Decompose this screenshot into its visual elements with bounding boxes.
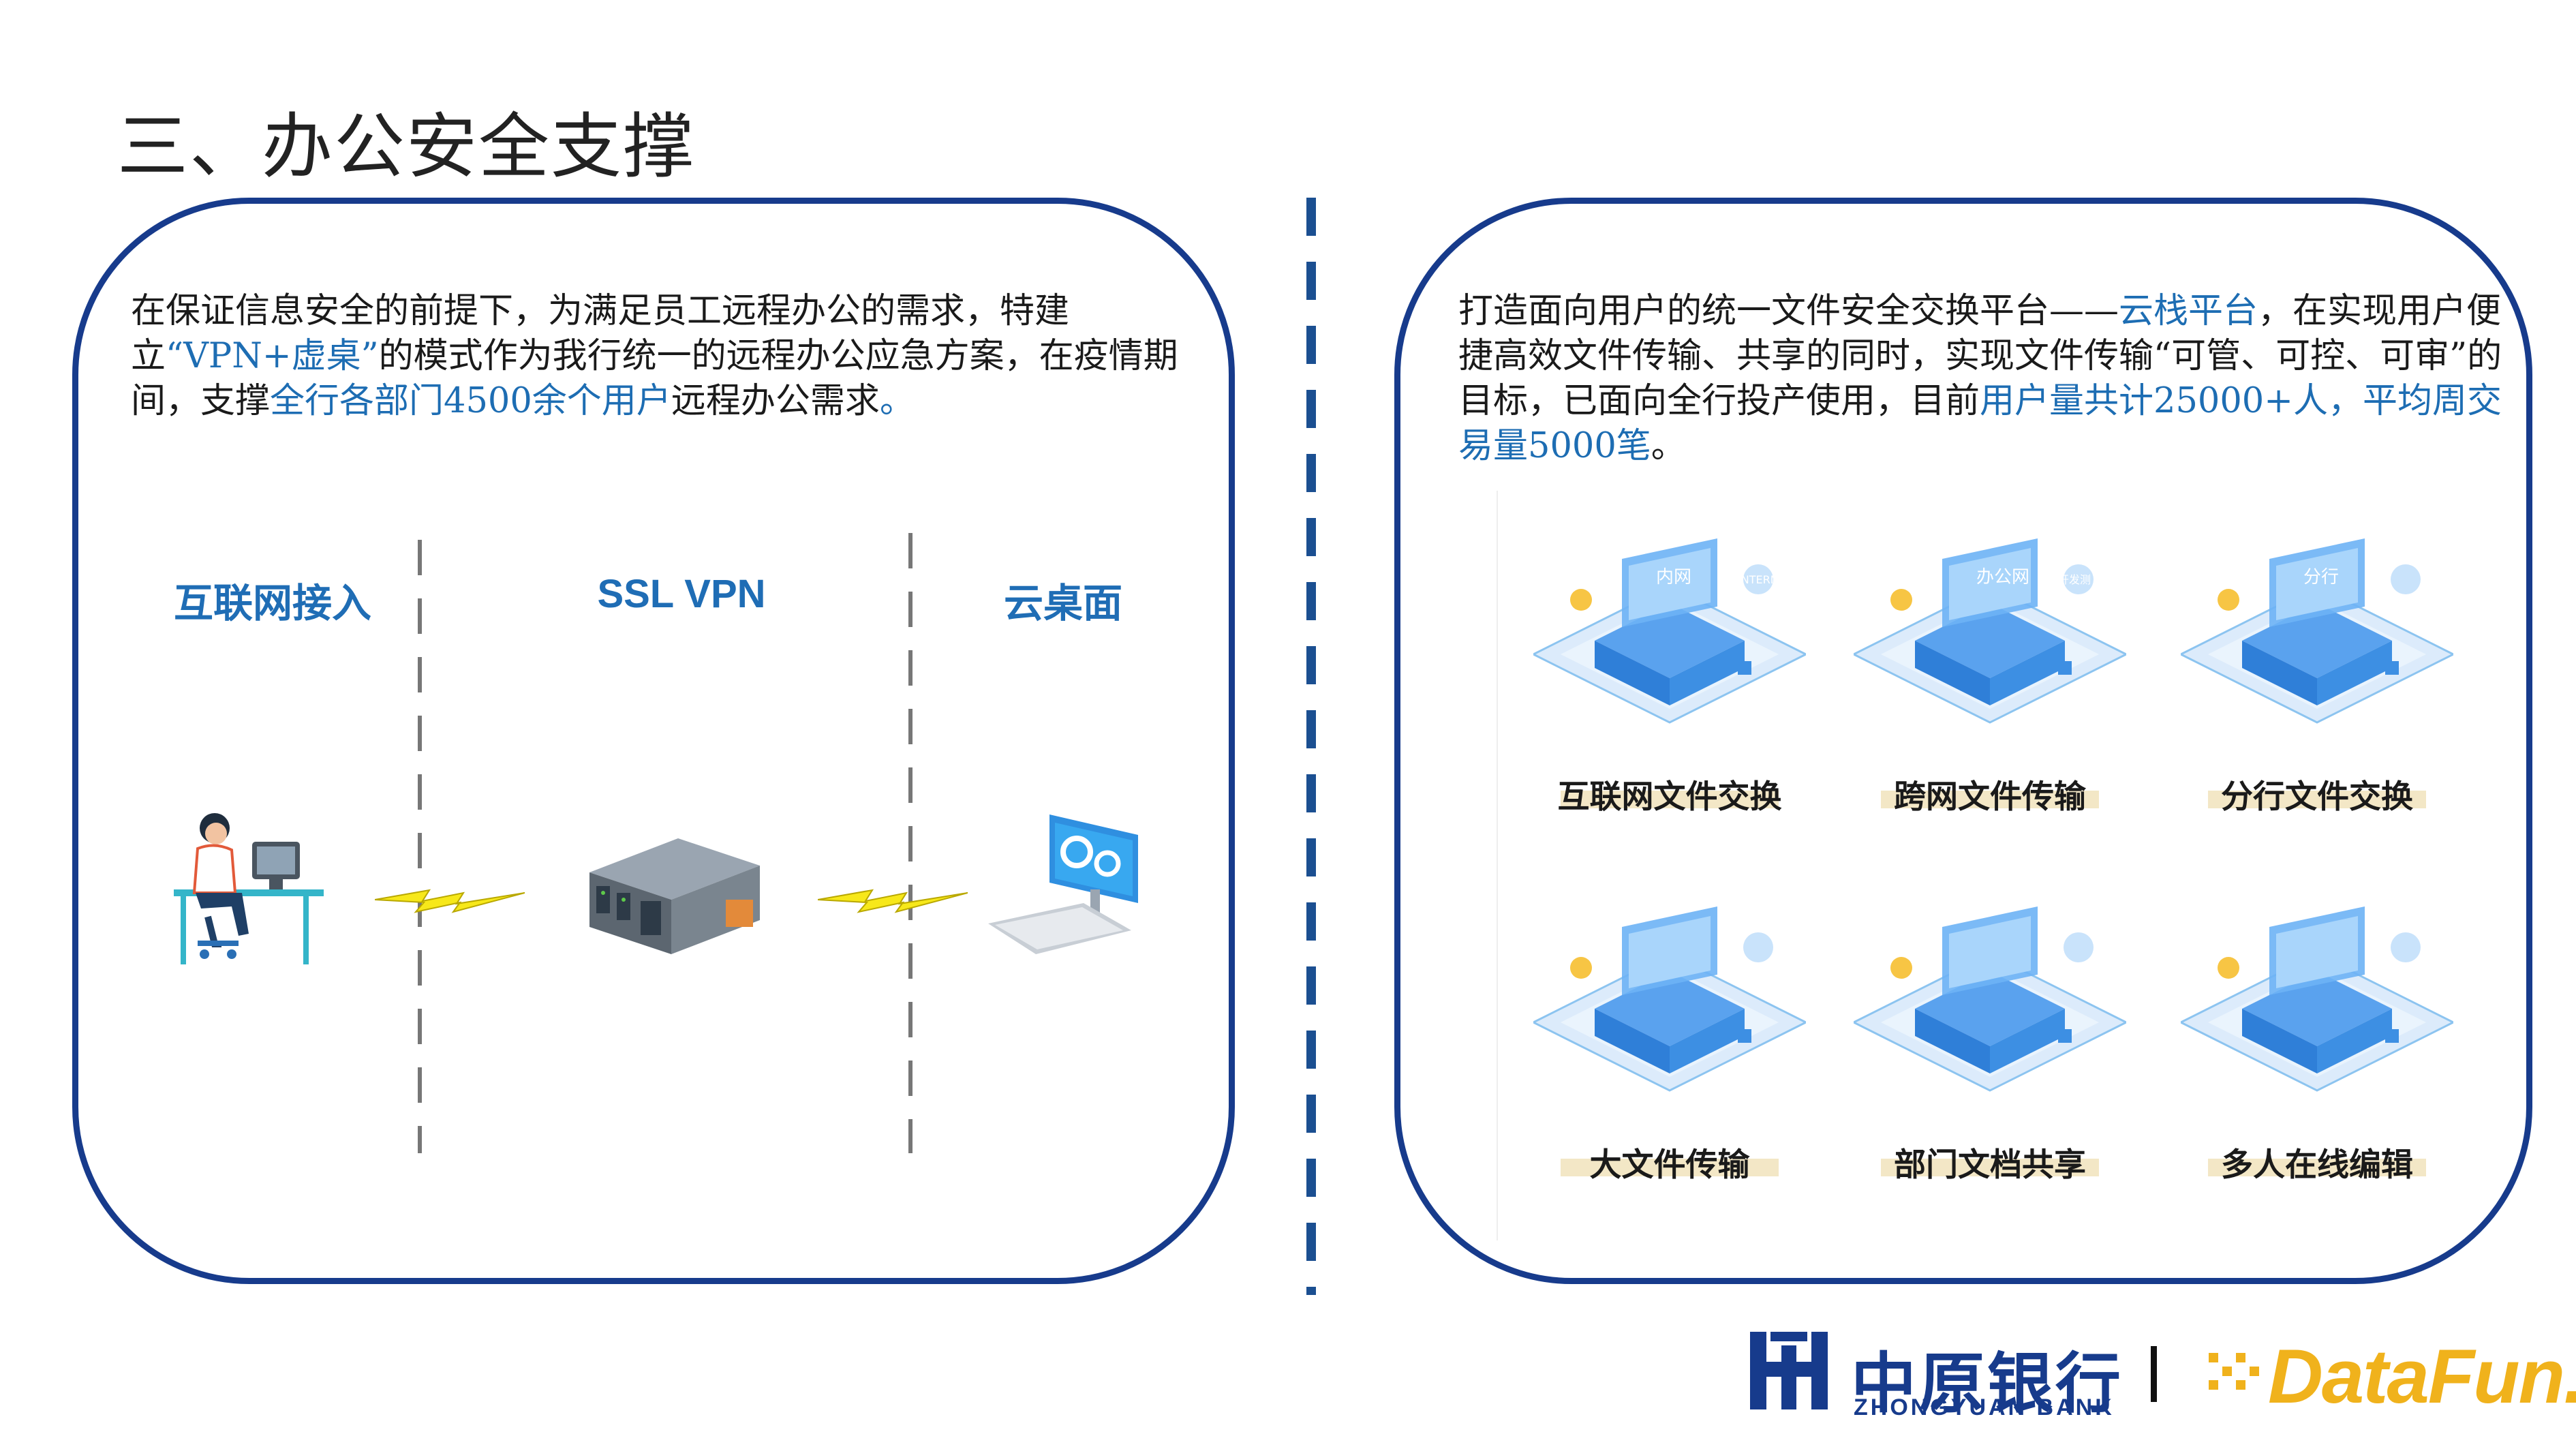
feature-label-underlay	[1881, 1159, 2099, 1176]
branch-file-exchange-icon: 分行	[2181, 538, 2453, 724]
highlight-text: “VPN+虚桌”	[166, 336, 379, 376]
highlight-text: 云栈平台	[2119, 291, 2258, 331]
file-platform-description: 打造面向用户的统一文件安全交换平台——云栈平台，在实现用户便捷高效文件传输、共享…	[1458, 289, 2508, 469]
page-title: 三、办公安全支撑	[117, 105, 696, 188]
feature-label-underlay	[1561, 1159, 1779, 1176]
zone-divider	[418, 540, 422, 1153]
datafun-dots-icon	[2209, 1353, 2259, 1390]
column-label-ssl-vpn: SSL VPN	[597, 572, 766, 616]
body-text: 的模式作为我行统一的远程办公应急方案，在疫情期间，支撑	[131, 336, 1178, 421]
server-icon	[589, 838, 760, 954]
body-text: ，在实现用户便捷高效文件传输、共享的同时，实现文件传输“可管、可控、可审”的目标…	[1458, 291, 2502, 421]
datafun-logo: DataFun.	[2268, 1334, 2576, 1419]
tile-badge-secondary: INTERNET	[1738, 573, 1792, 586]
feature-label: 互联网文件交换	[1557, 778, 1782, 816]
feature-label: 部门文档共享	[1894, 1146, 2086, 1184]
body-text: 。	[1651, 426, 1686, 466]
cloud-desktop-icon	[988, 814, 1138, 954]
brand-separator	[2151, 1346, 2157, 1402]
feature-label: 大文件传输	[1589, 1146, 1750, 1184]
large-file-transfer-icon	[1533, 906, 1806, 1092]
decorative-line	[1497, 491, 1498, 1240]
bank-name-cn: 中原银行	[1851, 1345, 2123, 1422]
zhongyuan-bank-logo-icon	[1750, 1332, 1828, 1409]
vpn-panel	[72, 198, 1235, 1284]
file-exchange-panel	[1394, 198, 2532, 1284]
highlight-text: 用户量共计25000+人，平均周交易量5000笔	[1458, 381, 2502, 466]
tile-badge: 分行	[2303, 567, 2339, 588]
feature-label-underlay	[2208, 791, 2426, 808]
center-divider	[1306, 198, 1316, 1295]
column-label-internet: 互联网接入	[173, 581, 371, 626]
feature-label-underlay	[2208, 1159, 2426, 1176]
feature-label: 分行文件交换	[2221, 778, 2413, 816]
multi-user-edit-icon	[2181, 906, 2453, 1092]
department-doc-share-icon	[1854, 906, 2126, 1092]
feature-label: 多人在线编辑	[2221, 1146, 2413, 1184]
tile-badge: 办公网	[1976, 567, 2029, 588]
highlight-text: 全行各部门4500余个用户	[270, 381, 671, 421]
feature-label-underlay	[1881, 791, 2099, 808]
tile-badge: 内网	[1656, 567, 1691, 588]
remote-worker-icon	[174, 813, 324, 964]
zone-divider	[908, 533, 913, 1153]
column-label-cloud-desktop: 云桌面	[1003, 581, 1122, 626]
lightning-bolt-icon	[818, 889, 968, 913]
body-text: 在保证信息安全的前提下，为满足员工远程办公的需求，特建立	[131, 291, 1070, 376]
cross-network-transfer-icon: 办公网 开发测	[1854, 538, 2126, 724]
body-text: 远程办公需求	[671, 381, 880, 421]
highlight-text: 。	[879, 381, 915, 421]
feature-label-underlay	[1561, 791, 1779, 808]
tile-badge-secondary: 开发测	[2058, 573, 2091, 586]
lightning-bolt-icon	[375, 889, 525, 913]
vpn-description: 在保证信息安全的前提下，为满足员工远程办公的需求，特建立“VPN+虚桌”的模式作…	[131, 289, 1180, 424]
feature-label: 跨网文件传输	[1894, 778, 2086, 816]
body-text: 打造面向用户的统一文件安全交换平台——	[1458, 291, 2119, 331]
internet-file-exchange-icon: 内网 INTERNET	[1533, 538, 1806, 724]
bank-name-en: ZHONGYUAN BANK	[1854, 1394, 2115, 1420]
